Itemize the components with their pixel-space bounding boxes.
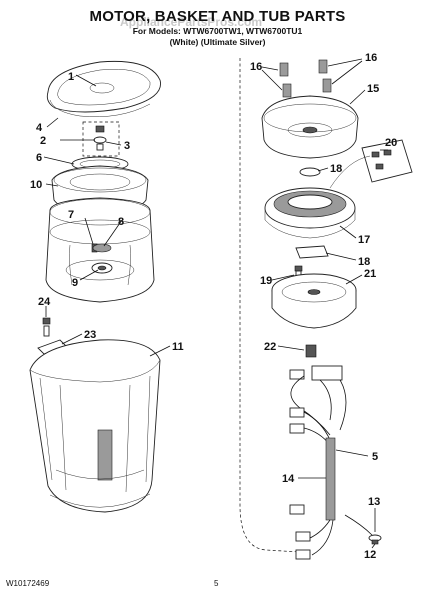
part-rotor (271, 273, 357, 329)
assembly-boundary-dashes (239, 58, 301, 553)
callout-20: 20 (385, 137, 397, 149)
callout-19: 19 (260, 275, 272, 287)
part-ground-wire (344, 514, 382, 545)
part-outer-tub (29, 339, 161, 513)
callout-21: 21 (364, 268, 376, 280)
part-connector-block (329, 139, 413, 189)
callout-11: 11 (172, 341, 184, 353)
part-motor-housing (261, 95, 359, 159)
callout-24: 24 (38, 296, 51, 308)
watermark: AppliancePartsPros.com (120, 15, 263, 29)
model-colors: (White) (Ultimate Silver) (169, 37, 266, 47)
part-rotor-nut (305, 344, 317, 358)
callout-22: 22 (264, 341, 276, 353)
callout-1: 1 (68, 71, 74, 83)
callout-23: 23 (84, 329, 96, 341)
document-number: W10172469 (6, 579, 50, 588)
callout-3: 3 (124, 140, 130, 152)
model-numbers: For Models: WTW6700TW1, WTW6700TU1 (132, 26, 303, 36)
part-pads (279, 59, 332, 98)
callout-9: 9 (72, 277, 78, 289)
callout-16-left: 16 (250, 61, 262, 73)
callout-8: 8 (118, 216, 124, 228)
callout-14: 14 (282, 473, 295, 485)
callout-17: 17 (358, 234, 370, 246)
callout-2: 2 (40, 135, 46, 147)
callout-15: 15 (367, 83, 379, 95)
callout-18-upper: 18 (330, 163, 342, 175)
part-tub-ring (46, 60, 161, 118)
part-stator (264, 187, 356, 239)
callout-12: 12 (364, 549, 376, 561)
callout-7: 7 (68, 209, 74, 221)
part-bearing-lower (295, 245, 329, 259)
part-fastener-group (82, 121, 120, 157)
callout-13: 13 (368, 496, 380, 508)
leader-lines (43, 58, 388, 549)
page-number: 5 (214, 579, 219, 588)
part-bearing-upper (299, 167, 321, 177)
callout-5: 5 (372, 451, 378, 463)
callout-6: 6 (36, 152, 42, 164)
callout-16-right: 16 (365, 52, 377, 64)
callout-4: 4 (36, 122, 43, 134)
callout-18-lower: 18 (358, 256, 370, 268)
page-title: MOTOR, BASKET AND TUB PARTS (89, 8, 346, 25)
callout-10: 10 (30, 179, 42, 191)
part-wire-harness (289, 365, 347, 560)
